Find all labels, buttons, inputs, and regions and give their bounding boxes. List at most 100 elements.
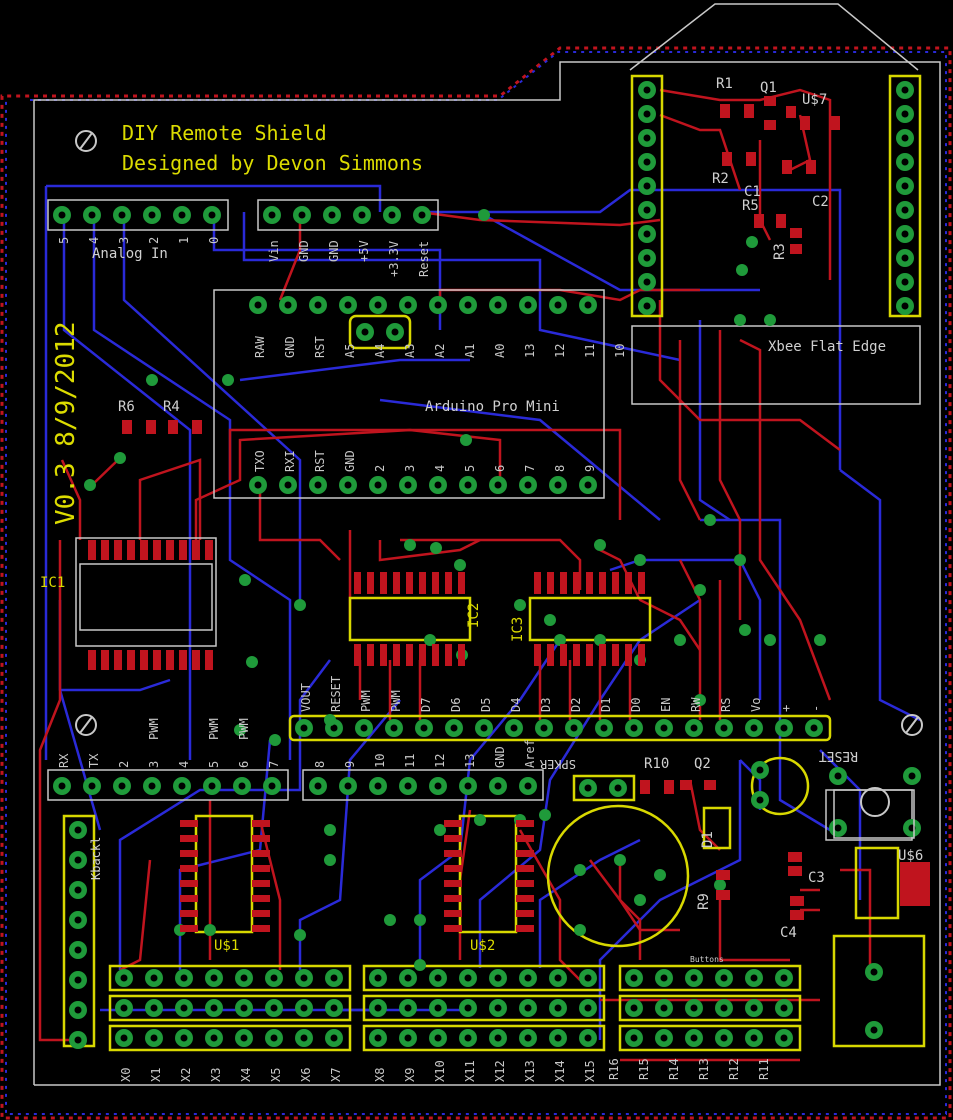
us1-pin	[252, 850, 270, 857]
via	[324, 854, 336, 866]
pin-label: 7	[267, 761, 281, 768]
via	[324, 824, 336, 836]
pad-hole	[901, 182, 909, 190]
pin-label: A1	[463, 344, 477, 358]
ic2-pin	[380, 644, 387, 666]
pad-hole	[524, 974, 532, 982]
pad-hole	[404, 481, 412, 489]
pad-hole	[118, 782, 126, 790]
smd-component-pad	[776, 214, 786, 228]
pad-hole	[374, 1034, 382, 1042]
pad-hole	[494, 782, 502, 790]
pad-hole	[750, 1004, 758, 1012]
pad-hole	[630, 1004, 638, 1012]
pad-hole	[450, 724, 458, 732]
pad-hole	[901, 158, 909, 166]
pad-hole	[74, 826, 82, 834]
pin-label: 5	[207, 761, 221, 768]
pin-label: D3	[539, 698, 553, 712]
pad-hole	[901, 134, 909, 142]
pad-hole	[374, 301, 382, 309]
pin-label: A4	[373, 344, 387, 358]
pad-hole	[540, 724, 548, 732]
via	[714, 879, 726, 891]
ic2-pin	[354, 572, 361, 594]
ic2-pin	[458, 572, 465, 594]
pin-label: D6	[449, 698, 463, 712]
pad-hole	[901, 86, 909, 94]
pad-hole	[210, 974, 218, 982]
pad-hole	[810, 724, 818, 732]
pad-hole	[720, 1034, 728, 1042]
via	[146, 374, 158, 386]
pad-hole	[750, 1034, 758, 1042]
smd-component-pad	[764, 96, 776, 106]
ic3-label: IC3	[510, 617, 526, 642]
us1-pin	[252, 835, 270, 842]
smd-component-pad	[790, 228, 802, 238]
pad-hole	[314, 481, 322, 489]
pad-hole	[330, 1034, 338, 1042]
us1-pin	[180, 880, 198, 887]
ic3-pin	[547, 572, 554, 594]
pad-hole	[120, 974, 128, 982]
pad-hole	[150, 974, 158, 982]
backlight-label: Kbackl	[89, 837, 103, 880]
pin-label: PWM	[207, 718, 221, 740]
us2-pin	[516, 925, 534, 932]
pin-label: RXI	[283, 450, 297, 472]
ic2-pin	[419, 572, 426, 594]
pad-hole	[374, 974, 382, 982]
via	[694, 584, 706, 596]
pin-label: 9	[343, 761, 357, 768]
ic2-pin	[432, 572, 439, 594]
ic2-pin	[393, 572, 400, 594]
ic2-pin	[380, 572, 387, 594]
pad-hole	[284, 481, 292, 489]
pin-label: 12	[433, 754, 447, 768]
via	[746, 236, 758, 248]
smd-component-pad	[754, 214, 764, 228]
us1-label: U$1	[214, 938, 239, 954]
pad-hole	[690, 724, 698, 732]
pin-label: 13	[523, 344, 537, 358]
pad-hole	[584, 1004, 592, 1012]
pad-hole	[870, 1026, 878, 1034]
pin-label: RAW	[253, 336, 267, 358]
pin-label: 5	[463, 465, 477, 472]
pad-hole	[643, 134, 651, 142]
pad-hole	[210, 1004, 218, 1012]
via	[222, 374, 234, 386]
us2-label: U$2	[470, 938, 495, 954]
via	[430, 542, 442, 554]
us1-pin	[252, 895, 270, 902]
ic2-pin	[406, 572, 413, 594]
pad-hole	[88, 211, 96, 219]
pad-hole	[388, 211, 396, 219]
pin-label: D4	[509, 698, 523, 712]
pin-label: GND	[327, 240, 341, 262]
pad-hole	[300, 974, 308, 982]
us1-pin	[180, 820, 198, 827]
pad-hole	[74, 946, 82, 954]
pin-label: RS	[719, 698, 733, 712]
pad-hole	[614, 784, 622, 792]
r10-label: R10	[644, 756, 669, 772]
us1-pin	[252, 865, 270, 872]
pad-hole	[344, 782, 352, 790]
pad-hole	[901, 302, 909, 310]
via	[454, 559, 466, 571]
pad-hole	[630, 1034, 638, 1042]
pad-hole	[240, 1004, 248, 1012]
pad-hole	[270, 974, 278, 982]
ic1-pin	[192, 540, 200, 560]
pad-hole	[88, 782, 96, 790]
pad-hole	[643, 158, 651, 166]
us2-pin	[444, 820, 462, 827]
smd-component-pad	[640, 780, 650, 794]
via	[694, 694, 706, 706]
pad-hole	[464, 1004, 472, 1012]
ic1-pin	[127, 650, 135, 670]
pin-label: VOUT	[299, 683, 313, 712]
pad-hole	[643, 86, 651, 94]
